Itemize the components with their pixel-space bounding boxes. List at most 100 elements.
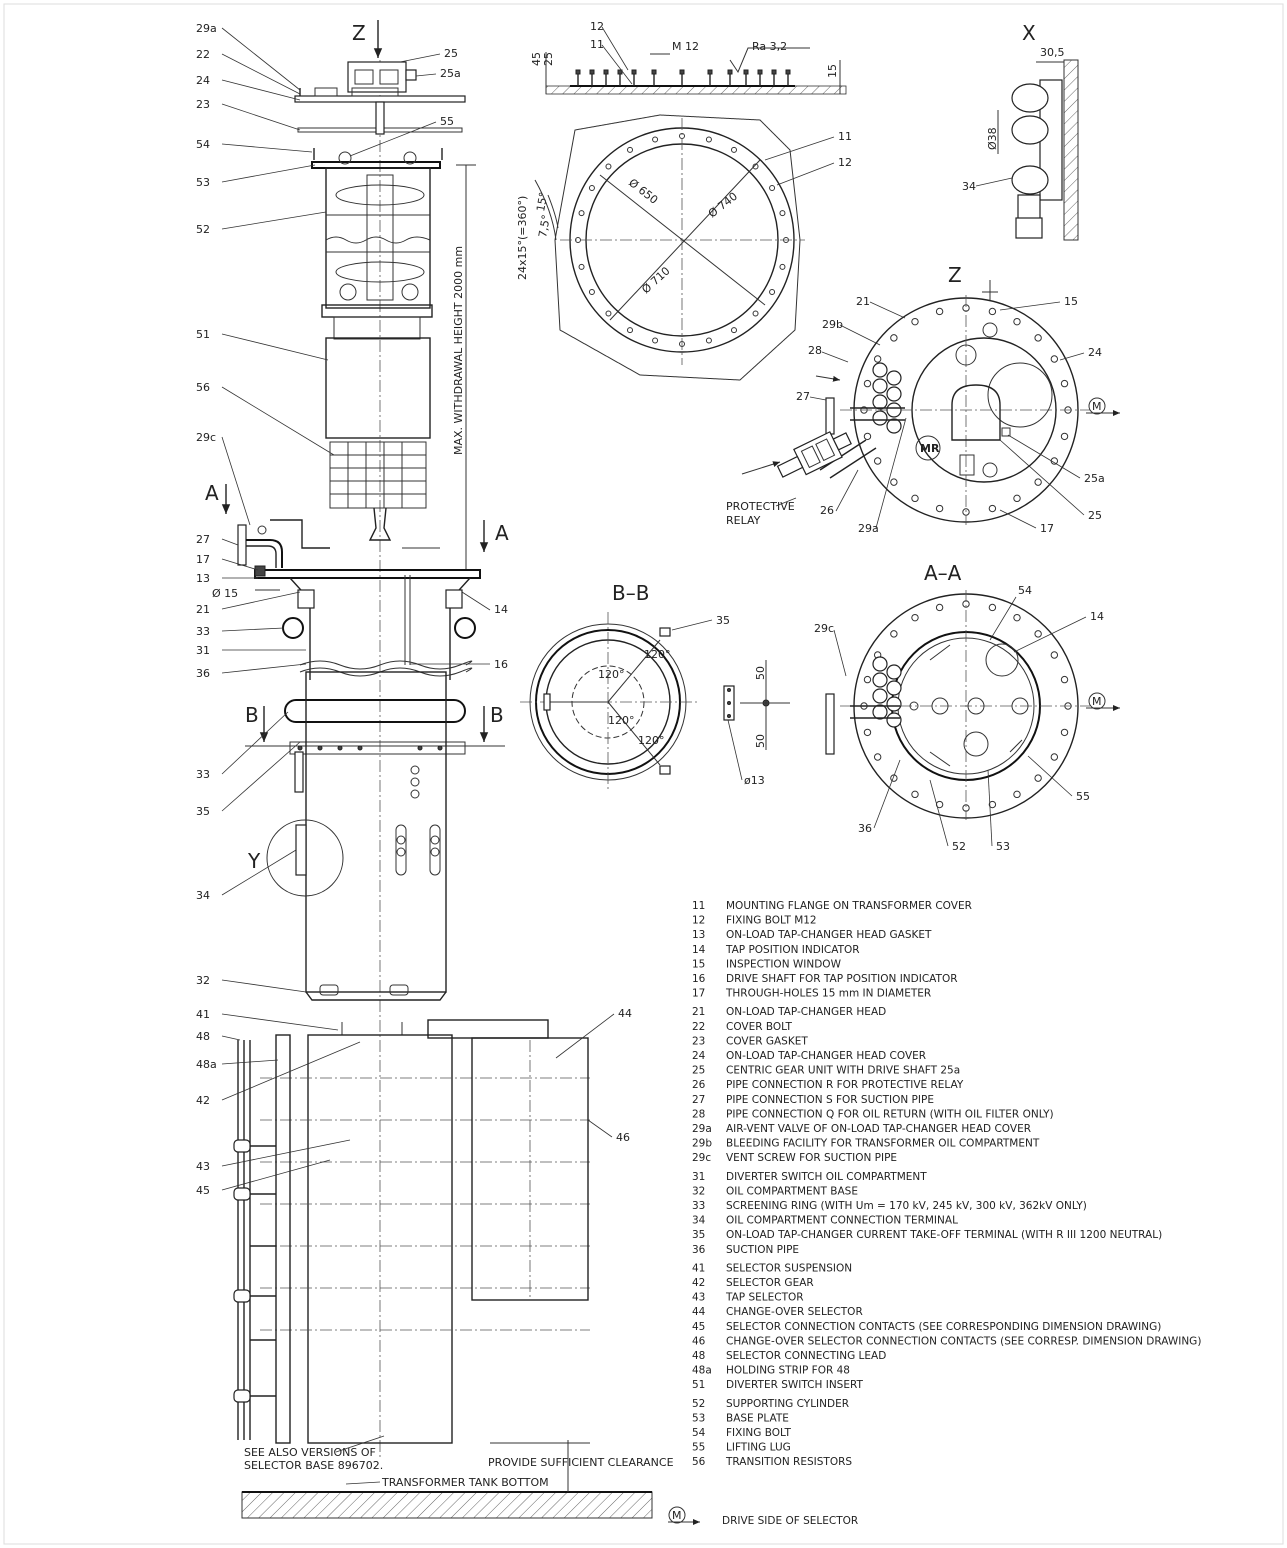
- callout-22: 22: [196, 48, 210, 61]
- tank-bottom-hatch: [241, 1491, 653, 1519]
- callout-leader: [221, 1059, 279, 1065]
- plan-tag-29a: 29a: [858, 522, 879, 535]
- legend-text: AIR-VENT VALVE OF ON-LOAD TAP-CHANGER HE…: [726, 1123, 1031, 1135]
- see-also-note-2: SELECTOR BASE 896702.: [244, 1459, 383, 1472]
- head-hole: [1060, 675, 1069, 684]
- callout-41: 41: [196, 1008, 210, 1021]
- legend-number: 21: [692, 1006, 705, 1018]
- callout-52: 52: [196, 223, 210, 236]
- flange-bolt-head: [771, 69, 777, 75]
- callout-24: 24: [196, 74, 210, 87]
- phi-15-note: Ø 15: [212, 587, 238, 600]
- head-hole: [911, 613, 919, 622]
- flange-bolt-head: [651, 69, 657, 75]
- hole-pattern: 24x15°(=360°): [516, 196, 529, 280]
- legend-number: 45: [692, 1321, 705, 1333]
- legend-number: 46: [692, 1335, 706, 1347]
- head-hole: [1013, 317, 1021, 326]
- angle-120-c: 120°: [608, 714, 635, 727]
- legend-number: 11: [692, 900, 705, 912]
- legend-text: PIPE CONNECTION S FOR SUCTION PIPE: [726, 1094, 934, 1106]
- flange-bolt-head: [785, 69, 791, 75]
- legend-number: 17: [692, 988, 705, 1000]
- plan-tag-21: 21: [856, 295, 870, 308]
- pipe-connection: [886, 712, 902, 728]
- plan-tag-17: 17: [1040, 522, 1054, 535]
- legend-text: FIXING BOLT M12: [726, 915, 817, 927]
- legend-text: ON-LOAD TAP-CHANGER CURRENT TAKE-OFF TER…: [726, 1229, 1162, 1241]
- pipe-connection: [872, 378, 888, 394]
- flange-hole: [605, 163, 612, 170]
- callout-29a: 29a: [196, 22, 217, 35]
- legend-text: SUPPORTING CYLINDER: [726, 1398, 849, 1410]
- legend-text: LIFTING LUG: [726, 1442, 791, 1454]
- flange-hole: [769, 185, 776, 191]
- legend-text: ON-LOAD TAP-CHANGER HEAD GASKET: [726, 929, 932, 941]
- legend-text: OIL COMPARTMENT BASE: [726, 1185, 858, 1197]
- legend-text: THROUGH-HOLES 15 mm IN DIAMETER: [725, 988, 931, 1000]
- sheet-border: [3, 3, 1284, 1545]
- callout-56: 56: [196, 381, 210, 394]
- callout-leader: [221, 103, 301, 131]
- legend-number: 44: [692, 1306, 706, 1318]
- callout-leader: [221, 591, 301, 610]
- legend-text: TRANSITION RESISTORS: [725, 1456, 852, 1468]
- dim-45: 45: [530, 52, 543, 66]
- plan-tag-28: 28: [808, 344, 822, 357]
- clearance-note: PROVIDE SUFFICIENT CLEARANCE: [488, 1456, 674, 1469]
- callout-54: 54: [196, 138, 210, 151]
- legend-text: SCREENING RING (WITH Um = 170 kV, 245 kV…: [726, 1200, 1087, 1212]
- flange-bolt-head: [575, 69, 581, 75]
- head-hole: [1060, 728, 1069, 737]
- legend-number: 51: [692, 1379, 705, 1391]
- view-letter-z-top: Z: [352, 21, 366, 45]
- see-also-note-1: SEE ALSO VERSIONS OF: [244, 1446, 376, 1459]
- head-hole: [988, 307, 997, 316]
- callout-leader: [221, 538, 239, 546]
- callout-33: 33: [196, 625, 210, 638]
- roughness-label: Ra 3,2: [752, 40, 787, 53]
- flange-hole: [588, 185, 595, 191]
- callout-21: 21: [196, 603, 210, 616]
- legend-number: 24: [692, 1050, 706, 1062]
- legend-number: 56: [692, 1456, 706, 1468]
- left-callouts: 29a222423545352515629c271713213331363335…: [196, 22, 361, 1197]
- head-hole: [935, 603, 944, 612]
- legend-text: INSPECTION WINDOW: [726, 958, 842, 970]
- legend-number: 48a: [692, 1365, 712, 1377]
- legend-text: DIVERTER SWITCH INSERT: [726, 1379, 864, 1391]
- callout-17: 17: [196, 553, 210, 566]
- legend-number: 53: [692, 1412, 705, 1424]
- pipe-connection: [872, 394, 888, 410]
- angle-120-d: 120°: [638, 734, 665, 747]
- callout-leader: [221, 627, 285, 632]
- callout-16: 16: [494, 658, 508, 671]
- callout-leader: [221, 27, 301, 91]
- legend-text: SELECTOR CONNECTING LEAD: [726, 1350, 886, 1362]
- flange-hole: [731, 327, 737, 334]
- dim-d13: ø13: [744, 774, 765, 787]
- legend-text: SELECTOR SUSPENSION: [726, 1262, 852, 1274]
- plan-view-z: Z MR PROTECTIVE: [726, 263, 1120, 535]
- callout-32: 32: [196, 974, 210, 987]
- legend-number: 12: [692, 915, 705, 927]
- flange-tag-11-a: 11: [590, 38, 604, 51]
- head-hole: [1013, 613, 1021, 622]
- callout-leader: [221, 849, 297, 896]
- flange-bolt-head: [589, 69, 595, 75]
- flange-hole: [752, 310, 759, 317]
- legend-text: BLEEDING FACILITY FOR TRANSFORMER OIL CO…: [726, 1138, 1040, 1150]
- callout-25: 25: [444, 47, 458, 60]
- callout-leader: [221, 741, 301, 812]
- head-hole: [1013, 494, 1021, 503]
- callout-43: 43: [196, 1160, 210, 1173]
- callout-leader: [221, 164, 316, 183]
- legend-text: SELECTOR GEAR: [726, 1277, 814, 1289]
- view-letter-y: Y: [247, 849, 261, 873]
- aa-tag-29c: 29c: [814, 622, 834, 635]
- view-letter-b-right: B: [490, 703, 504, 727]
- head-hole: [1050, 355, 1059, 363]
- head-hole: [890, 630, 898, 638]
